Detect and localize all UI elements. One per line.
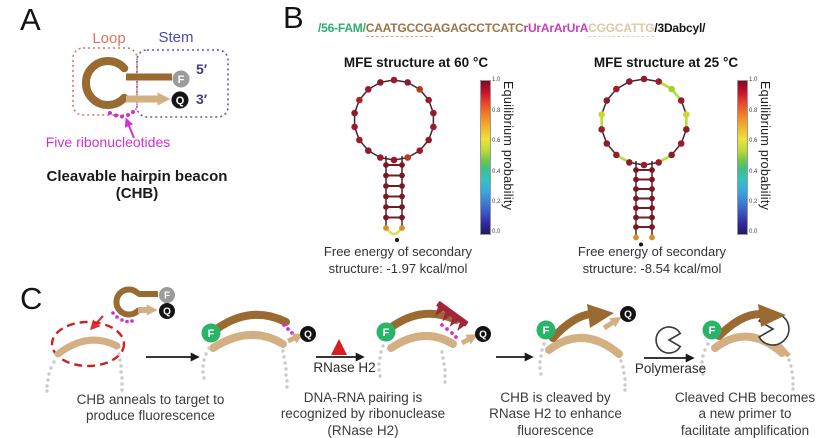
colorbar-tick: 0.2 — [749, 199, 758, 205]
colorbar-tick: 0.6 — [749, 138, 758, 144]
five-ribonucleotides-note: Five ribonucleotides — [45, 134, 171, 150]
svg-text:F: F — [208, 328, 215, 340]
colorbar-tick: 0.4 — [749, 169, 758, 175]
svg-text:Q: Q — [163, 307, 171, 318]
colorbar-tick: 0.6 — [492, 138, 501, 144]
colorbar-tick: 0.8 — [749, 108, 758, 114]
polymerase-icon — [655, 326, 682, 354]
fluorophore-icon: F — [702, 320, 722, 340]
svg-text:F: F — [164, 291, 170, 302]
panel-a-label: A — [20, 2, 41, 37]
colorbar-60c: 1.0 0.8 0.6 0.4 0.2 0.0 Equilibrium prob… — [480, 77, 515, 235]
mfe-structure-60c-diagram — [351, 76, 437, 242]
template-dotted-strand — [700, 342, 795, 391]
ribonucleotide-pointer-arrow-icon — [124, 117, 135, 139]
fluorophore-icon: F — [376, 322, 396, 342]
three-prime-label: 3′ — [196, 91, 208, 107]
target-strand — [54, 336, 121, 358]
svg-text:Q: Q — [304, 330, 312, 341]
ribonucleotide-dots — [440, 323, 458, 339]
chb-sequence: /56-FAM/CAATGCCGAGAGCCTCATCrUrArArUrACGG… — [318, 21, 706, 37]
seq-loop-segment: AGAGCCTCATC — [432, 21, 524, 35]
quencher-icon: Q — [300, 326, 316, 342]
mfe-structure-25c-diagram — [598, 75, 690, 247]
colorbar-tick: 0.0 — [492, 229, 501, 235]
ribonucleotide-dots — [108, 110, 135, 119]
step3-caption: CHB is cleaved by RNase H2 to enhance fl… — [489, 390, 622, 438]
svg-text:F: F — [543, 325, 550, 337]
seq-fam-segment: /56-FAM/ — [318, 21, 366, 35]
svg-text:Q: Q — [479, 330, 487, 341]
colorbar-tick: 0.2 — [492, 199, 501, 205]
step3-rnase-recognition: F Q — [376, 301, 491, 384]
template-dotted-strand — [377, 344, 447, 384]
colorbar-tick: 1.0 — [492, 77, 501, 83]
seq-rna-segment: rUrArArUrA — [523, 21, 589, 35]
fluorophore-icon: F — [536, 320, 556, 340]
svg-text:Q: Q — [624, 310, 632, 321]
primer-arrowhead — [758, 304, 786, 327]
rnase-h2-step-arrow — [316, 339, 365, 362]
seq-dabcyl-segment: /3Dabcyl/ — [654, 21, 706, 35]
seq-stem5-segment: CAATGCCG — [365, 21, 433, 37]
svg-text:Q: Q — [176, 95, 185, 107]
five-prime-label: 5′ — [196, 61, 208, 77]
rnase-h2-label: RNase H2 — [313, 360, 376, 375]
primer-arrowhead — [587, 304, 614, 328]
svg-text:F: F — [709, 325, 716, 337]
chb-hairpin-diagram: F Q — [72, 47, 229, 139]
colorbar-25c: 1.0 0.8 0.6 0.4 0.2 0.0 Equilibrium prob… — [737, 77, 772, 235]
mfe-25c-title: MFE structure at 25 °C — [593, 55, 739, 70]
colorbar-tick: 0.0 — [749, 229, 758, 235]
target-region-ellipse — [50, 320, 126, 368]
fluorophore-icon: F — [172, 70, 190, 88]
hairpin-loop-strand — [81, 57, 129, 109]
colorbar-tick: 0.8 — [492, 108, 501, 114]
rnase-h2-comb-icon — [435, 301, 469, 331]
mini-hairpin-loop — [113, 286, 141, 318]
free-energy-60c: Free energy of secondary structure: -1.9… — [323, 244, 473, 276]
quencher-icon: Q — [475, 326, 491, 342]
colorbar-tick: 1.0 — [749, 77, 758, 83]
seq-stem3-segment: CGGCATTG — [588, 21, 655, 37]
panel-b-label: B — [283, 0, 304, 35]
chb-caption: Cleavable hairpin beacon (CHB) — [46, 168, 228, 202]
svg-text:F: F — [383, 327, 390, 339]
ribonucleotide-dots — [111, 311, 134, 324]
svg-text:F: F — [178, 74, 185, 86]
polymerase-step-arrow — [644, 326, 695, 363]
stem-box — [136, 49, 229, 118]
template-dotted-strand — [538, 342, 627, 392]
step4-cleaved-chb: F Q — [536, 304, 636, 392]
colorbar-tick: 0.4 — [492, 169, 501, 175]
released-fragment — [602, 316, 622, 331]
template-dotted-strand — [45, 352, 124, 393]
colorbar-label: Equilibrium probability — [501, 81, 515, 211]
colorbar-label: Equilibrium probability — [758, 81, 772, 211]
fluorophore-icon: F — [159, 287, 175, 303]
stem-label: Stem — [158, 29, 194, 46]
loop-label: Loop — [92, 30, 126, 47]
loop-box — [72, 47, 138, 116]
quencher-icon: Q — [159, 303, 175, 319]
polymerase-label: Polymerase — [634, 361, 707, 376]
quencher-icon: Q — [171, 91, 189, 109]
mfe-60c-title: MFE structure at 60 °C — [343, 55, 489, 70]
step5-new-primer: F — [700, 304, 795, 391]
step1-caption: CHB anneals to target to produce fluores… — [76, 392, 225, 424]
step4-caption: Cleaved CHB becomes a new primer to faci… — [674, 390, 816, 438]
free-energy-25c: Free energy of secondary structure: -8.5… — [577, 244, 727, 276]
rnase-h2-triangle-icon — [331, 339, 347, 355]
quencher-icon: Q — [620, 306, 636, 322]
colorbar-gradient — [737, 80, 748, 235]
step2-annealed-chb: F Q — [201, 310, 316, 389]
fluorophore-icon: F — [201, 323, 221, 343]
reaction-scheme-diagram: F Q — [45, 286, 795, 393]
colorbar-gradient — [480, 80, 491, 235]
template-dotted-strand — [201, 346, 289, 389]
step1-chb-and-target: F Q — [45, 286, 175, 393]
step2-caption: DNA-RNA pairing is recognized by ribonuc… — [280, 390, 446, 438]
panel-c-label: C — [20, 281, 43, 316]
